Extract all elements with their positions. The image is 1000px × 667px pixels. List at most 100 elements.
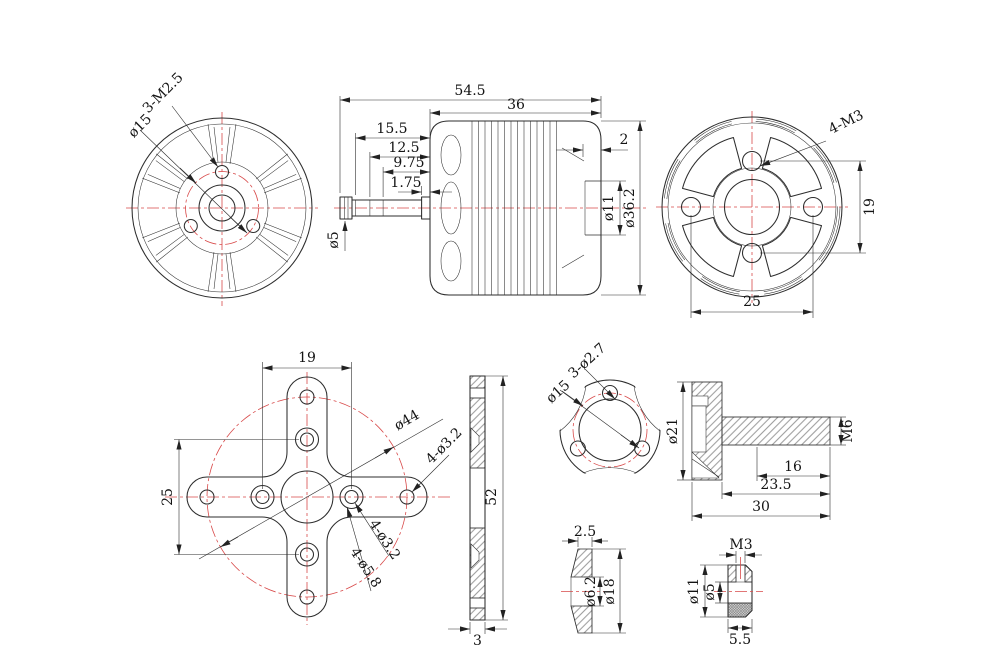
bolt-circle bbox=[572, 392, 648, 468]
front-bell-outline bbox=[429, 120, 473, 296]
shaft-hole bbox=[208, 194, 236, 222]
view-mount-face: 4-M3 19 25 bbox=[656, 107, 878, 318]
dim-stem-length: 23.5 bbox=[760, 477, 791, 493]
dim-boss-dia: ø11 bbox=[601, 195, 617, 221]
dim-counterbore-callout: 4-ø5.8 bbox=[347, 545, 385, 591]
dim-washer-bore: ø6.2 bbox=[583, 576, 599, 607]
collet-cone-line bbox=[691, 458, 720, 478]
rear-outer-rim bbox=[661, 116, 843, 298]
leader-arrow bbox=[561, 390, 584, 407]
rim-vent-slots bbox=[666, 121, 838, 293]
rim-vent-slots bbox=[663, 118, 841, 296]
adapter-stem bbox=[721, 416, 831, 446]
dim-overall-length: 30 bbox=[752, 499, 770, 515]
bell-outer-rim bbox=[131, 117, 313, 299]
dim-plate-thickness: 3 bbox=[473, 633, 482, 649]
leader-line bbox=[171, 105, 219, 168]
bell-spokes bbox=[142, 123, 302, 293]
view-washer-section: 2.5 ø6.2 ø18 bbox=[561, 524, 626, 634]
dim-x-spacing-v: 25 bbox=[160, 488, 176, 506]
rim-cutout bbox=[633, 376, 675, 433]
bell-window bbox=[440, 181, 462, 235]
dim-hole-spacing-h: 25 bbox=[743, 294, 761, 310]
x-mount-outline bbox=[186, 376, 428, 618]
dim-collar-width: 5.5 bbox=[729, 632, 751, 648]
bolt-circle bbox=[185, 171, 259, 245]
leader-arrow bbox=[620, 434, 640, 449]
dim-body-dia: ø36.2 bbox=[622, 188, 638, 228]
dim-shaft-len-c: 9.75 bbox=[393, 155, 424, 171]
fin-block-edges bbox=[471, 120, 558, 296]
view-x-mount-section: 52 3 bbox=[448, 375, 508, 649]
dim-plate-length: 52 bbox=[484, 488, 500, 506]
leader-line bbox=[354, 502, 390, 557]
dim-thread-length: 16 bbox=[784, 459, 802, 475]
shaft-steps bbox=[355, 200, 384, 216]
collet-cone bbox=[691, 451, 720, 479]
flange-slot bbox=[691, 395, 709, 407]
bell-window bbox=[440, 134, 462, 176]
view-shaft-collar: M3 ø11 ø5 5.5 bbox=[686, 537, 763, 648]
rim-cutout bbox=[545, 376, 587, 433]
dim-outer-hole-callout: 4-ø3.2 bbox=[423, 425, 466, 468]
flange-bore bbox=[691, 405, 707, 453]
cooling-fins bbox=[471, 121, 557, 295]
collar-thread-wall bbox=[727, 564, 737, 583]
outer-hole bbox=[299, 389, 315, 405]
dim-washer-thickness: 2.5 bbox=[574, 524, 596, 540]
rim-cutout bbox=[582, 467, 638, 489]
bell-inner-rim bbox=[137, 123, 307, 293]
dim-wall-thickness: 2 bbox=[620, 132, 629, 148]
section-hatch bbox=[469, 375, 486, 389]
dim-shaft-len-d: 1.75 bbox=[390, 175, 421, 191]
dim-shaft-dia: ø5 bbox=[326, 231, 342, 248]
dim-washer-outer: ø18 bbox=[602, 578, 618, 604]
dim-shaft-len-b: 12.5 bbox=[388, 140, 419, 156]
leader-line bbox=[198, 418, 444, 560]
dim-hole-spacing-v: 19 bbox=[862, 198, 878, 216]
leader-line bbox=[411, 454, 450, 493]
hub-screw-hole bbox=[214, 164, 230, 180]
leader-arrow bbox=[229, 216, 248, 234]
hub-outline bbox=[175, 161, 269, 255]
outer-hole bbox=[199, 489, 215, 505]
view-prop-adapter: ø21 M6 16 23.5 30 bbox=[665, 381, 856, 521]
dim-thread: M6 bbox=[840, 419, 856, 442]
dim-circle-dia: ø44 bbox=[392, 407, 423, 434]
center-bore bbox=[723, 178, 781, 236]
view-washer-front: 3-ø2.7 ø15 bbox=[543, 340, 675, 489]
dim-flange-dia: ø21 bbox=[665, 418, 681, 444]
washer-section-lower bbox=[570, 605, 593, 634]
dim-mount-hole-callout: 4-M3 bbox=[826, 107, 866, 138]
rear-housing-outline bbox=[556, 120, 602, 296]
shaft-outline bbox=[351, 196, 431, 220]
leader-line bbox=[584, 368, 616, 400]
leader-arrow bbox=[179, 167, 197, 184]
washer-hole bbox=[634, 440, 651, 457]
shaft-groove bbox=[344, 197, 349, 219]
dim-x-spacing-h: 19 bbox=[298, 350, 316, 366]
washer-hole bbox=[569, 440, 586, 457]
countersink-hole bbox=[470, 427, 480, 453]
rear-inner-rim bbox=[667, 122, 837, 292]
center-hole bbox=[280, 470, 334, 524]
center-boss bbox=[712, 167, 792, 247]
bell-window bbox=[440, 240, 462, 282]
outer-hole bbox=[299, 589, 315, 605]
dim-hub-hole-callout: 3-M2.5 bbox=[140, 70, 187, 117]
leader-arrow bbox=[374, 446, 394, 459]
washer-bore bbox=[578, 398, 642, 462]
leader-line bbox=[346, 506, 372, 592]
hub-screw-hole bbox=[246, 218, 261, 234]
dim-shaft-len-a: 15.5 bbox=[376, 121, 407, 137]
dim-collar-bore: ø5 bbox=[702, 583, 718, 600]
dim-overall-length: 54.5 bbox=[454, 83, 485, 99]
washer-section-upper bbox=[570, 548, 593, 578]
leader-arrow bbox=[220, 536, 239, 548]
view-x-mount: 19 25 ø44 4-ø3.2 4-ø3.2 4-ø5.8 bbox=[160, 350, 466, 625]
view-motor-side: 54.5 36 15.5 12.5 9.75 1.75 ø5 2 ø11 ø36… bbox=[326, 83, 648, 296]
washer-hole bbox=[601, 384, 619, 402]
dim-collar-thread: M3 bbox=[729, 537, 752, 553]
leader-line bbox=[759, 140, 827, 167]
